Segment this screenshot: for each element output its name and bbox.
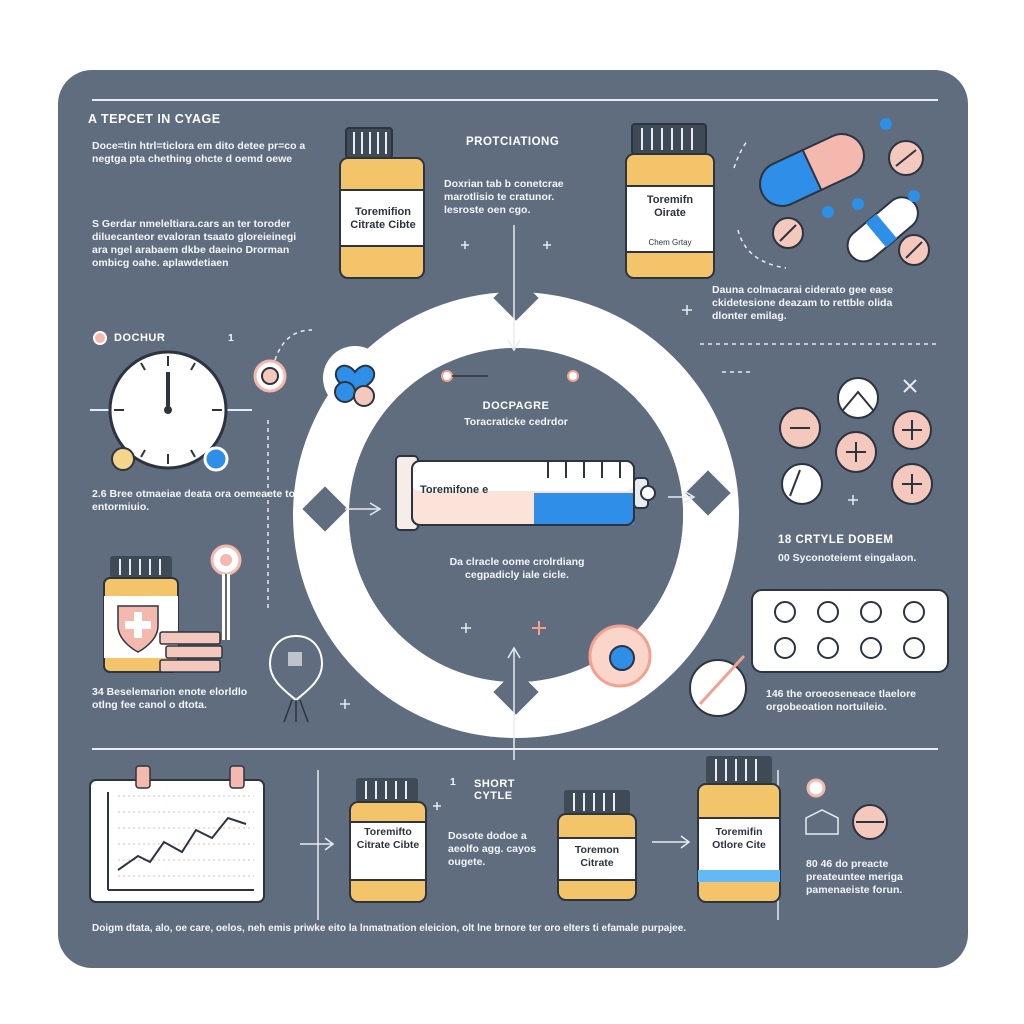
protocol-text: Doxrian tab b conetcrae marotlisio te cr… <box>444 178 564 216</box>
short-cycle-num: 1 <box>450 776 456 788</box>
clock-icon <box>90 350 252 472</box>
short-cycle-text: Dosote dodoe a aeolfo agg. cayos ougete. <box>448 830 537 868</box>
pink-plus-icon <box>532 621 546 635</box>
dosing-heading: DOCHUR <box>114 332 166 344</box>
top-divider <box>92 99 938 101</box>
protocol-heading: PROTCIATIONG <box>466 136 560 148</box>
cycle-heading: 18 CRTYLE DOBEM <box>778 534 894 546</box>
capsule-blue-pink <box>759 133 865 207</box>
pill-note: Dauna colmacarai ciderato gee ease ckide… <box>712 284 893 322</box>
bottle-top-left-label: Toremifion Citrate Cibte <box>350 206 416 231</box>
intro-text-2: S Gerdar nmeleltiara.cars an ter toroder… <box>92 218 297 269</box>
trend-chart-icon <box>89 765 265 903</box>
bottom-right-pills <box>805 778 888 840</box>
short-cycle-heading: SHORT CYTLE <box>474 778 515 802</box>
dot-pink-small <box>93 331 107 345</box>
syringe-icon <box>395 455 656 531</box>
note-146: 146 the oroeoseneace tlaelore orgobeoati… <box>766 688 916 713</box>
note-bottom-right: 80 46 do preacte preateuntee meriga pame… <box>806 858 903 896</box>
target-pill-icon <box>588 624 652 688</box>
dashed-arrows-right <box>700 139 938 373</box>
x-mark-icon <box>903 379 917 393</box>
bottle-b3-label: Toremifin Otlore Cite <box>712 826 766 851</box>
arrow-up-bottom <box>507 646 521 760</box>
dashed-arrow-left <box>267 329 313 610</box>
bottle-top-label: Toremifn Oirate <box>646 194 694 219</box>
footer-text: Doigm dtata, alo, oe care, oelos, neh em… <box>92 923 687 934</box>
bottle-top-right <box>625 123 715 279</box>
blister-pack-icon <box>751 589 949 673</box>
arrow-down-top <box>507 225 521 352</box>
heart-pills-icon <box>323 346 387 410</box>
bottom-divider <box>92 748 938 750</box>
bottle-b1-label: Toremifto Citrate Cibte <box>356 826 420 851</box>
intro-text: Doce=tin htrl=ticlora em dito detee pr=c… <box>92 140 306 165</box>
syringe-label: Toremifone e <box>420 484 489 496</box>
pill-slash-icon <box>689 654 747 717</box>
page-title: A TEPCET IN CYAGE <box>88 112 221 126</box>
dose-2-text: 2.6 Bree otmaeiae deata ora oemeaete to … <box>92 488 296 513</box>
bottle-bottom-3 <box>697 756 781 903</box>
round-pills-top-right <box>772 118 930 266</box>
center-heading: DOCPAGRE <box>482 400 550 412</box>
pill-grid-right <box>779 377 933 505</box>
bottle-bottom-2 <box>557 790 637 901</box>
sparkle-icons <box>340 241 858 810</box>
bottle-bottom-1 <box>349 778 427 903</box>
pill-near-clock <box>253 359 287 393</box>
capsule-white-blue <box>846 196 919 263</box>
dose-34-text: 34 Beselemarion enote elorldlo otlng fee… <box>92 686 248 711</box>
arrow-right-left <box>345 502 382 516</box>
center-text: Da clracle oome crolrdiang cegpadicly ia… <box>449 556 585 581</box>
dot-pair-icon <box>441 370 579 382</box>
bottle-top-left <box>339 127 425 279</box>
bottle-b2-label: Toremon Citrate <box>574 844 620 869</box>
balloon-icon <box>268 634 324 723</box>
arrow-right-right <box>668 490 696 504</box>
cycle-sub: 00 Syconoteiemt eingalaon. <box>778 552 917 564</box>
bottle-top-sublabel: Chem Grtay <box>648 238 692 247</box>
bottle-left-cross <box>103 544 242 673</box>
center-sub: Toracraticke cedrdor <box>464 416 568 428</box>
dosing-num: 1 <box>228 332 234 344</box>
